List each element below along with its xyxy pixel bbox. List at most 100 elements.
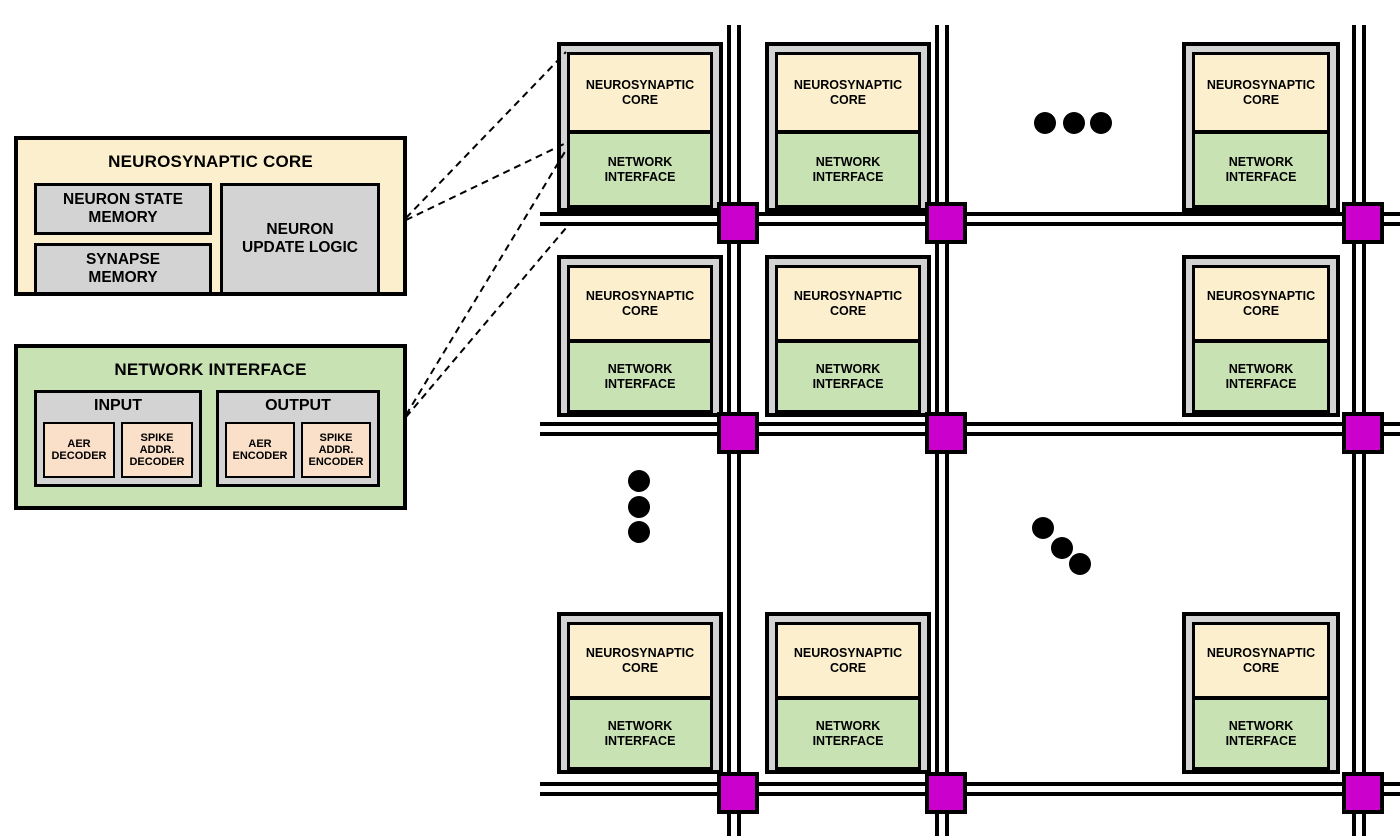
ellipsis-dot-diagonal-1 — [1051, 537, 1073, 559]
tile-ni-label-line1: NETWORK — [815, 718, 881, 733]
connector-core-top — [405, 51, 567, 219]
router-node[interactable] — [1342, 202, 1384, 244]
ellipsis-dot-vertical-2 — [628, 521, 650, 543]
output-group-title: OUTPUT — [265, 397, 331, 414]
tile-core-label-line1: NEUROSYNAPTIC — [585, 288, 695, 303]
neuron-state-memory-block: NEURON STATE MEMORY — [34, 183, 212, 235]
network-interface-input-group: INPUT AER DECODER SPIKE ADDR. DECODER — [34, 390, 202, 487]
aer-encoder-line1: AER — [248, 437, 272, 450]
tile-core-label-line2: CORE — [829, 660, 867, 675]
spike-addr-encoder-line2: ADDR. — [318, 443, 354, 456]
tile-core-label-line1: NEUROSYNAPTIC — [1206, 645, 1316, 660]
tile-ni-label-line2: INTERFACE — [812, 169, 884, 184]
ellipsis-dot-horizontal-1 — [1063, 112, 1085, 134]
tile-core-label-line1: NEUROSYNAPTIC — [585, 77, 695, 92]
router-node[interactable] — [1342, 772, 1384, 814]
router-node[interactable] — [925, 772, 967, 814]
horizontal-bus-line — [540, 212, 1400, 216]
tile-core-label-line2: CORE — [829, 92, 867, 107]
ellipsis-dot-vertical-0 — [628, 470, 650, 492]
aer-decoder-block: AER DECODER — [43, 422, 115, 478]
neuron-update-logic-label: NEURON UPDATE LOGIC — [223, 221, 377, 257]
legend-core-title: NEUROSYNAPTIC CORE — [108, 152, 313, 171]
router-node[interactable] — [717, 412, 759, 454]
tile-core-label-line1: NEUROSYNAPTIC — [793, 77, 903, 92]
spike-addr-encoder-line1: SPIKE — [319, 431, 353, 444]
connector-core-bottom — [405, 142, 567, 221]
synapse-memory-line1: SYNAPSE — [85, 251, 161, 269]
tile-core-label-line1: NEUROSYNAPTIC — [1206, 77, 1316, 92]
legend-network-interface-title: NETWORK INTERFACE — [114, 360, 307, 379]
spike-addr-decoder-line1: SPIKE — [140, 431, 174, 444]
router-node[interactable] — [925, 412, 967, 454]
router-node[interactable] — [925, 202, 967, 244]
router-node[interactable] — [1342, 412, 1384, 454]
tile-ni-label-line1: NETWORK — [1228, 154, 1294, 169]
input-blocks-row: AER DECODER SPIKE ADDR. DECODER — [43, 422, 193, 478]
connector-ni-top — [405, 149, 567, 416]
spike-addr-decoder-block: SPIKE ADDR. DECODER — [121, 422, 193, 478]
tile-ni-label-line2: INTERFACE — [604, 733, 676, 748]
output-blocks-row: AER ENCODER SPIKE ADDR. ENCODER — [225, 422, 371, 478]
neuron-state-memory-label: NEURON STATE MEMORY — [37, 191, 209, 227]
input-group-title: INPUT — [94, 397, 142, 414]
neuron-state-memory-line2: MEMORY — [88, 209, 158, 226]
tile-core-label-line1: NEUROSYNAPTIC — [585, 645, 695, 660]
tile-core-label-line2: CORE — [829, 303, 867, 318]
router-node[interactable] — [717, 772, 759, 814]
synapse-memory-block: SYNAPSE MEMORY — [34, 243, 212, 295]
spike-addr-decoder-line2: ADDR. — [139, 443, 175, 456]
aer-decoder-line1: AER — [67, 437, 91, 450]
neuron-update-logic-line1: NEURON — [266, 221, 334, 239]
tile-core-label-line1: NEUROSYNAPTIC — [1206, 288, 1316, 303]
tile-core-label-line2: CORE — [1242, 303, 1280, 318]
router-node[interactable] — [717, 202, 759, 244]
tile-core-label-line2: CORE — [621, 660, 659, 675]
tile-core-label-line2: CORE — [621, 92, 659, 107]
tile-core-label-line2: CORE — [621, 303, 659, 318]
tile-ni-label-line2: INTERFACE — [812, 376, 884, 391]
synapse-memory-label: SYNAPSE MEMORY — [37, 251, 209, 287]
tile-ni-label-line1: NETWORK — [1228, 361, 1294, 376]
